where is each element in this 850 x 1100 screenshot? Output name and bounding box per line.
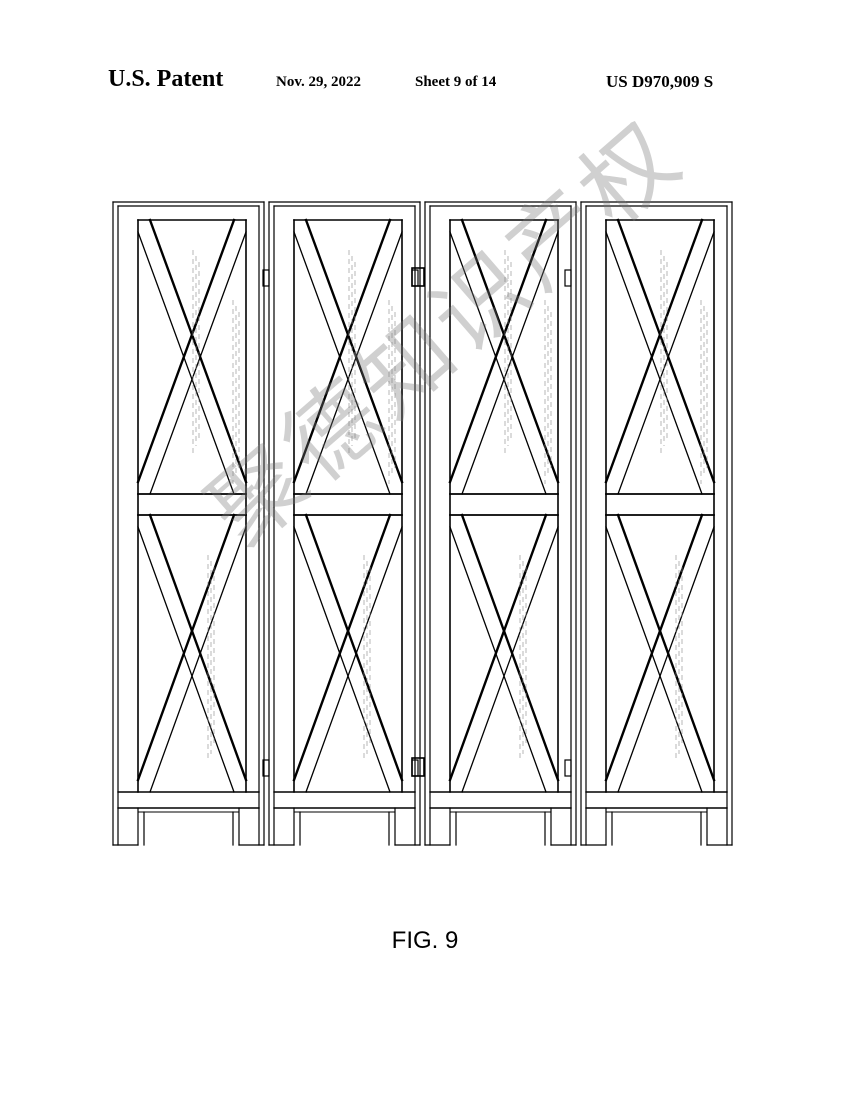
panel-1 [112,201,265,846]
patent-label: U.S. Patent [108,66,224,92]
figure-label: FIG. 9 [391,927,459,954]
panel-2 [268,201,421,846]
patent-date: Nov. 29, 2022 [276,74,362,90]
sheet-number: Sheet 9 of 14 [415,74,497,90]
hinges [262,267,572,777]
panel-4 [580,201,733,846]
patent-number: US D970,909 S [606,72,714,91]
panel-3 [424,201,577,846]
